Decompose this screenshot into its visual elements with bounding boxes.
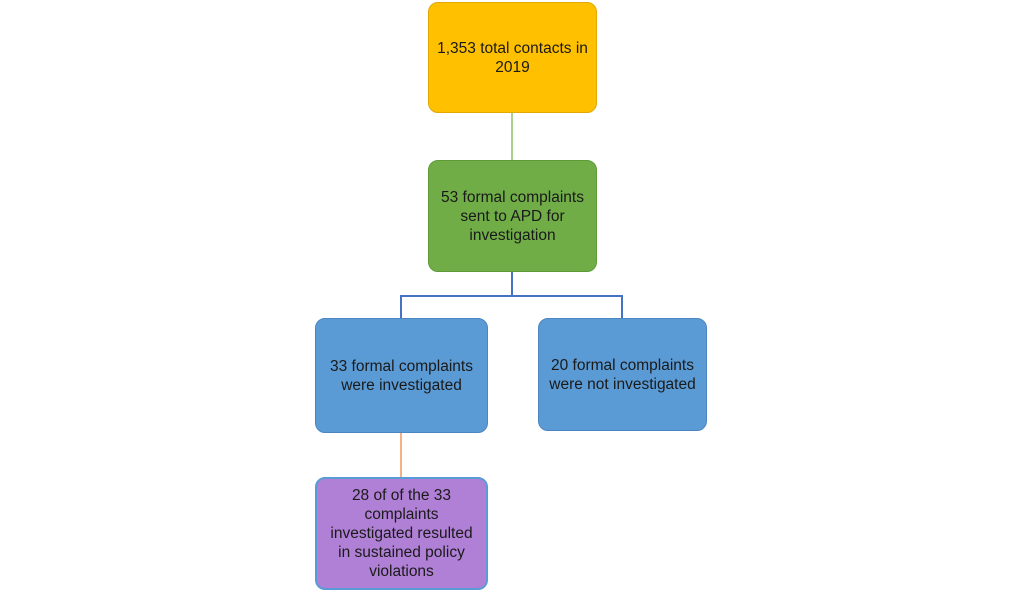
node-formal-complaints: 53 formal complaints sent to APD for inv…	[428, 160, 597, 272]
connector-formal-to-not-investigated	[512, 295, 623, 318]
node-sustained-violations-label: 28 of of the 33 complaints investigated …	[330, 487, 473, 580]
node-not-investigated-label: 20 formal complaints were not investigat…	[549, 356, 696, 393]
node-formal-complaints-label: 53 formal complaints sent to APD for inv…	[440, 188, 584, 244]
node-sustained-violations: 28 of of the 33 complaints investigated …	[315, 477, 488, 590]
node-not-investigated: 20 formal complaints were not investigat…	[538, 318, 707, 431]
node-total-contacts-label: 1,353 total contacts in 2019	[437, 39, 588, 76]
connector-formal-to-investigated	[400, 272, 513, 318]
node-investigated: 33 formal complaints were investigated	[315, 318, 488, 433]
node-investigated-label: 33 formal complaints were investigated	[329, 357, 473, 394]
node-total-contacts: 1,353 total contacts in 2019	[428, 2, 597, 113]
